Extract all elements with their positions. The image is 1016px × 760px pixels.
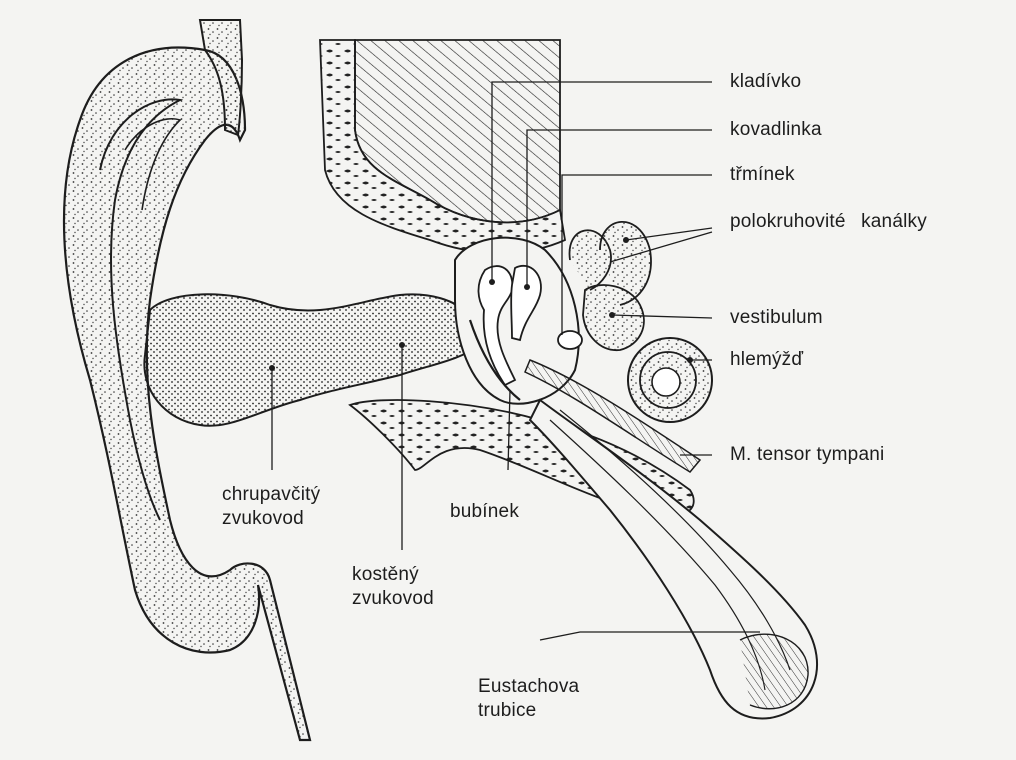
- label-hlemyzd: hlemýžď: [730, 348, 803, 372]
- label-kosteny-zvukovod: kostěný zvukovod: [352, 563, 434, 611]
- leader-dot-vestibulum: [609, 312, 615, 318]
- label-kosteny-line2: zvukovod: [352, 587, 434, 611]
- leader-dot-chrupavcity: [269, 365, 275, 371]
- leader-dot-kovadlinka: [524, 284, 530, 290]
- temporal-bone: [320, 40, 565, 253]
- cochlea-inner: [652, 368, 680, 396]
- label-vestibulum: vestibulum: [730, 306, 823, 330]
- leader-dot-kladivko: [489, 279, 495, 285]
- label-trminek: třmínek: [730, 163, 795, 187]
- leader-dot-hlemyzd: [687, 357, 693, 363]
- label-chrupavcity-zvukovod: chrupavčitý zvukovod: [222, 483, 320, 531]
- label-eustach-line1: Eustachova: [478, 675, 579, 699]
- leader-dot-kosteny: [399, 342, 405, 348]
- label-kosteny-line1: kostěný: [352, 563, 434, 587]
- label-tensor-tympani: M. tensor tympani: [730, 443, 884, 467]
- label-kladivko: kladívko: [730, 70, 801, 94]
- label-kovadlinka: kovadlinka: [730, 118, 822, 142]
- leader-dot-polokruhovite: [623, 237, 629, 243]
- label-bubinek: bubínek: [450, 500, 519, 524]
- label-polokruhovite-kanalky: polokruhovité kanálky: [730, 210, 927, 234]
- label-chrupavcity-line1: chrupavčitý: [222, 483, 320, 507]
- label-eustachova-trubice: Eustachova trubice: [478, 675, 579, 723]
- label-chrupavcity-line2: zvukovod: [222, 507, 320, 531]
- label-eustach-line2: trubice: [478, 699, 579, 723]
